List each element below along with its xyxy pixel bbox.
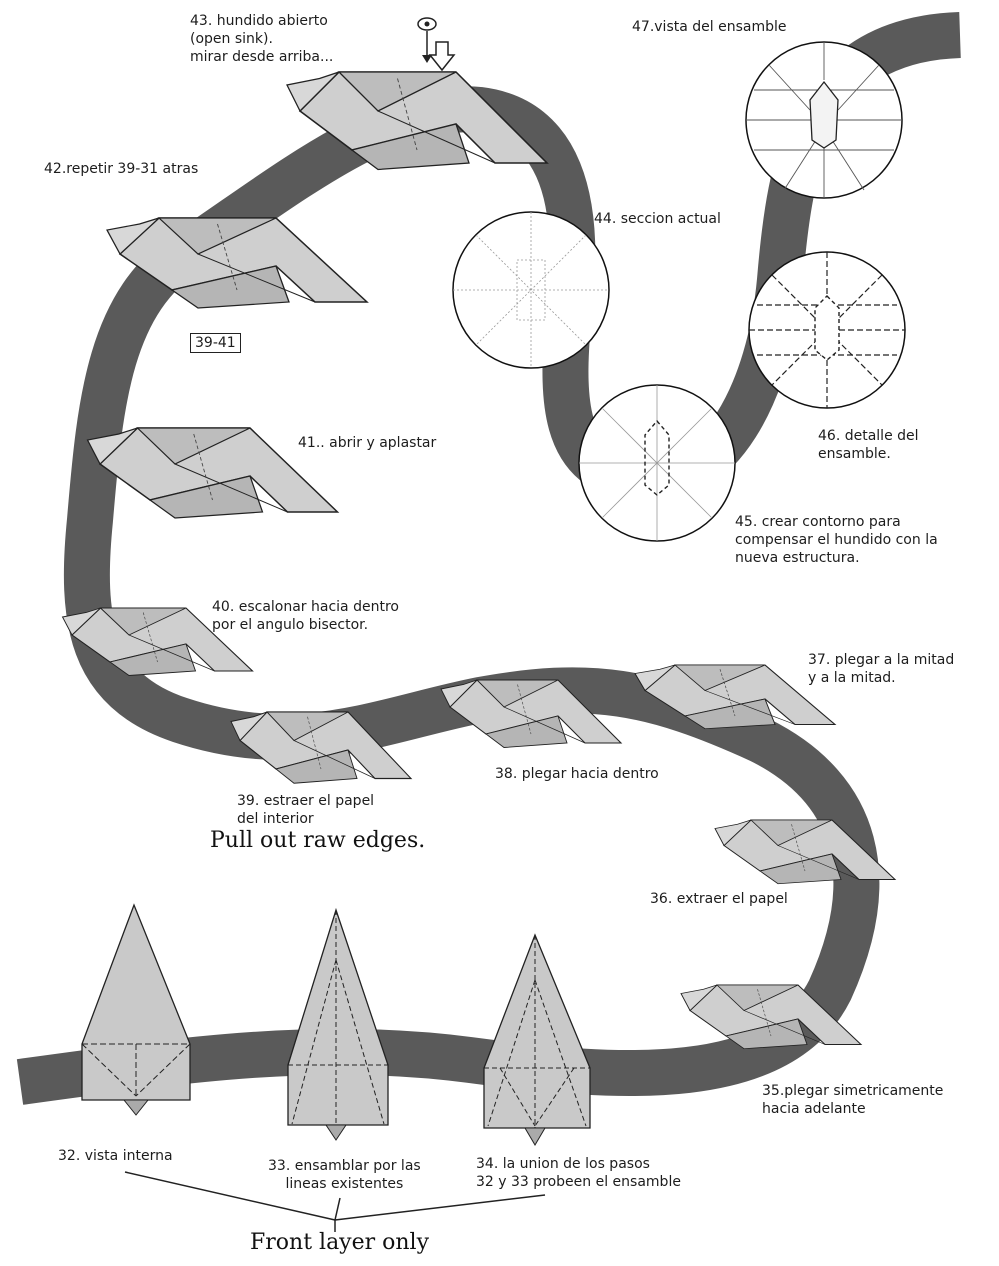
step-35-line1: 35.plegar simetricamente <box>762 1083 944 1099</box>
step-46-line1: 46. detalle del <box>818 428 919 444</box>
step-38-label: 38. plegar hacia dentro <box>495 766 659 782</box>
model-34 <box>483 933 591 1146</box>
dial-44 <box>452 211 610 369</box>
step-45-line3: nueva estructura. <box>735 550 860 566</box>
step-34-label: 34. la union de los pasos 32 y 33 probee… <box>476 1155 681 1191</box>
step-45-line2: compensar el hundido con la <box>735 532 938 548</box>
sink-arrow-icon <box>428 41 456 72</box>
step-36-label: 36. extraer el papel <box>650 891 788 907</box>
step-45-label: 45. crear contorno para compensar el hun… <box>735 513 938 567</box>
model-32 <box>81 903 191 1116</box>
model-33 <box>287 907 389 1141</box>
dial-45 <box>578 384 736 542</box>
step-34-line2: 32 y 33 probeen el ensamble <box>476 1174 681 1190</box>
step-40-line2: por el angulo bisector. <box>212 617 369 633</box>
step-34-line1: 34. la union de los pasos <box>476 1156 650 1172</box>
step-37-line1: 37. plegar a la mitad <box>808 652 955 668</box>
step-32-label: 32. vista interna <box>58 1148 173 1164</box>
step-47-label: 47.vista del ensamble <box>632 19 787 35</box>
step-33-label: 33. ensamblar por las lineas existentes <box>268 1157 421 1193</box>
front-layer-caption: Front layer only <box>250 1230 430 1255</box>
step-44-label: 44. seccion actual <box>594 211 721 227</box>
step-39-line2: del interior <box>237 811 314 827</box>
step-37-line2: y a la mitad. <box>808 670 896 686</box>
dial-46 <box>748 251 906 409</box>
step-42-label: 42.repetir 39-31 atras <box>44 161 199 177</box>
step-35-label: 35.plegar simetricamente hacia adelante <box>762 1082 943 1118</box>
step-37-label: 37. plegar a la mitad y a la mitad. <box>808 651 954 687</box>
step-33-line1: 33. ensamblar por las <box>268 1158 421 1174</box>
dial-47 <box>745 41 903 199</box>
pull-out-caption: Pull out raw edges. <box>210 828 426 853</box>
step-39-line1: 39. estraer el papel <box>237 793 375 809</box>
step-43-line3: mirar desde arriba... <box>190 49 334 65</box>
step-33-line2: lineas existentes <box>285 1176 404 1192</box>
step-42-box: 39-41 <box>190 333 241 353</box>
step-39-label: 39. estraer el papel del interior <box>237 792 374 828</box>
step-43-label: 43. hundido abierto (open sink). mirar d… <box>190 12 333 66</box>
step-45-line1: 45. crear contorno para <box>735 514 901 530</box>
step-43-line2: (open sink). <box>190 31 273 47</box>
front-layer-bracket <box>124 1171 546 1232</box>
step-43-line1: 43. hundido abierto <box>190 13 328 29</box>
step-35-line2: hacia adelante <box>762 1101 866 1117</box>
step-46-line2: ensamble. <box>818 446 891 462</box>
step-40-line1: 40. escalonar hacia dentro <box>212 599 399 615</box>
step-40-label: 40. escalonar hacia dentro por el angulo… <box>212 598 399 634</box>
step-46-label: 46. detalle del ensamble. <box>818 427 919 463</box>
view-from-above-eye-icon <box>417 17 437 63</box>
step-41-label: 41.. abrir y aplastar <box>298 435 437 451</box>
